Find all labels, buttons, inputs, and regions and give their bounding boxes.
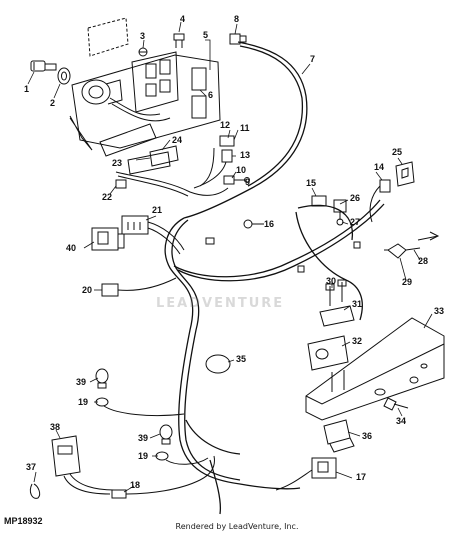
callout-39-lower: 39 [138,433,148,443]
callout-21: 21 [152,205,162,215]
bracket-part-25 [395,161,415,187]
callout-13: 13 [240,150,250,160]
callout-6: 6 [208,90,213,100]
callout-14: 14 [374,162,384,172]
callout-7: 7 [310,54,315,64]
callout-5: 5 [203,30,208,40]
callout-11: 11 [240,123,250,133]
connector-part-15 [311,195,327,207]
socket-part-19-lower [155,451,209,465]
callout-19-upper: 19 [78,397,88,407]
callout-9: 9 [245,177,250,187]
watermark-text: LEADVENTURE [156,296,285,311]
callout-40: 40 [66,243,76,253]
callout-34: 34 [396,416,406,426]
callout-28: 28 [418,256,428,266]
callout-12: 12 [220,120,230,130]
inline-connector-18 [111,455,215,499]
ignition-switch [81,79,171,122]
leader-lines [27,21,433,493]
pressure-switch-29 [384,231,440,259]
callout-3: 3 [140,31,145,41]
bulb-part-39-upper [95,368,109,389]
nut-part [57,67,71,85]
callout-22: 22 [102,192,112,202]
callout-32: 32 [352,336,362,346]
callout-8: 8 [234,14,239,24]
screw-part-3 [138,47,148,57]
mounting-bracket-33 [305,317,445,421]
switch-part-40 [91,227,125,251]
callout-4: 4 [180,14,185,24]
callout-36: 36 [362,431,372,441]
callout-39-upper: 39 [76,377,86,387]
switch-part-36 [323,419,355,453]
callout-1: 1 [24,84,29,94]
callout-25: 25 [392,147,402,157]
harness-ties [205,237,361,273]
bulb-part-39-lower [159,424,173,445]
hour-meter-38 [51,435,115,495]
plug-part-21 [121,215,185,255]
callout-33: 33 [434,306,444,316]
callout-18: 18 [130,480,140,490]
callout-10: 10 [236,165,246,175]
callout-38: 38 [50,422,60,432]
callout-15: 15 [306,178,316,188]
callout-16: 16 [264,219,274,229]
control-panel-assembly [69,17,221,157]
callout-17: 17 [356,472,366,482]
callout-35: 35 [236,354,246,364]
socket-part-19-upper [95,397,185,417]
callout-2: 2 [50,98,55,108]
callout-20: 20 [82,285,92,295]
key-part [30,60,57,72]
connector-part-20 [101,277,177,297]
screw-part-4 [173,33,185,48]
callout-29: 29 [402,277,412,287]
main-harness [164,41,385,515]
callout-27: 27 [350,217,360,227]
callout-24: 24 [172,135,182,145]
callout-31: 31 [352,299,362,309]
screw-part-34 [383,397,409,411]
callout-19-lower: 19 [138,451,148,461]
clip-part-37 [29,483,41,499]
callout-30: 30 [326,276,336,286]
connector-part-22 [115,179,127,189]
switch-stack-30-32 [307,279,355,392]
callout-26: 26 [350,193,360,203]
callout-37: 37 [26,462,36,472]
reference-code: MP18932 [4,516,43,526]
relay-branch [115,135,250,197]
connector-part-14 [369,179,391,223]
render-credit: Rendered by LeadVenture, Inc. [175,522,299,531]
callout-23: 23 [112,158,122,168]
connector-block-17 [275,457,337,491]
callout-labels: 1 2 3 4 5 6 7 8 9 10 11 12 13 14 15 16 1… [24,14,444,490]
grommet-part-35 [205,354,231,374]
